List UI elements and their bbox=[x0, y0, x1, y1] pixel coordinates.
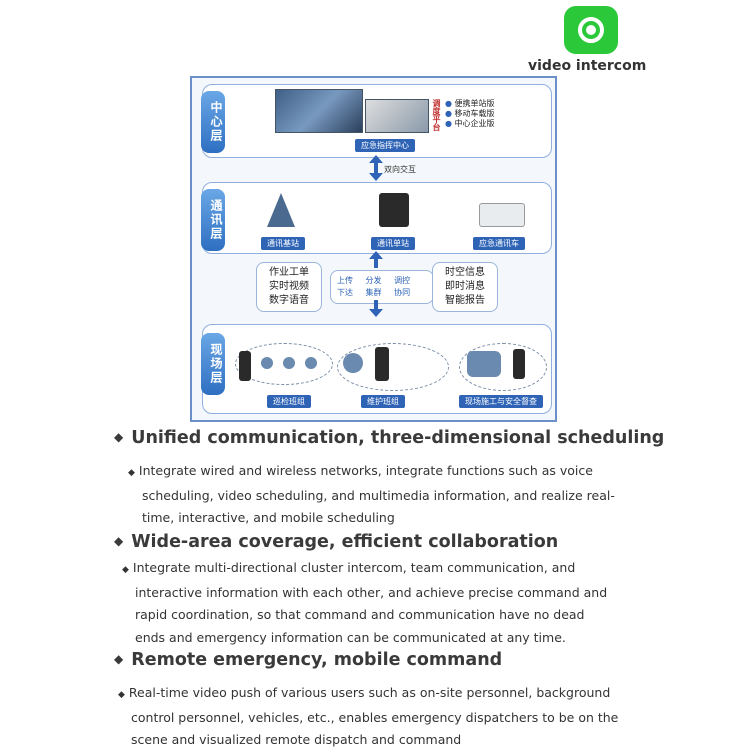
video-intercom-logo-icon bbox=[564, 6, 618, 54]
field-caption: 巡检班组 bbox=[267, 395, 311, 408]
section-heading-text: Wide-area coverage, efficient collaborat… bbox=[131, 532, 559, 552]
worker-avatar bbox=[343, 353, 363, 373]
diamond-bullet-icon: ◆ bbox=[114, 534, 124, 548]
body-line: Real-time video push of various users su… bbox=[128, 685, 611, 700]
logo-label: video intercom bbox=[528, 58, 647, 74]
body-line: time, interactive, and mobile scheduling bbox=[142, 510, 395, 525]
comm-item-caption: 应急通讯车 bbox=[473, 237, 525, 250]
comm-item-caption: 通讯基站 bbox=[261, 237, 305, 250]
action-row: 下达 集群 协同 bbox=[337, 287, 427, 299]
site-workers-photo bbox=[467, 351, 501, 377]
command-center-caption: 应急指挥中心 bbox=[355, 139, 415, 152]
right-info-box: 时空信息 即时消息 智能报告 bbox=[432, 262, 498, 312]
field-layer: 现场层 巡检班组 维护班组 现场施工与安全督查 bbox=[201, 324, 552, 414]
action-item: 协同 bbox=[394, 288, 411, 297]
dispatch-desk-photo bbox=[365, 99, 429, 133]
diamond-bullet-icon: ◆ bbox=[122, 565, 129, 575]
left-info-box: 作业工单 实时视频 数字语音 bbox=[256, 262, 322, 312]
center-action-box: 上传 分发 调控 下达 集群 协同 bbox=[330, 270, 434, 304]
section-heading: ◆ Remote emergency, mobile command bbox=[114, 650, 502, 670]
walkie-talkie-icon bbox=[513, 349, 525, 379]
body-line: control personnel, vehicles, etc., enabl… bbox=[131, 709, 619, 725]
body-line: Integrate wired and wireless networks, i… bbox=[138, 463, 593, 478]
version-item: 中心企业版 bbox=[445, 119, 495, 128]
up-arrow-icon bbox=[369, 251, 383, 268]
site-supervision-ellipse bbox=[459, 343, 547, 391]
diamond-bullet-icon: ◆ bbox=[118, 690, 125, 700]
single-station-icon bbox=[379, 193, 409, 227]
body-line: scheduling, video scheduling, and multim… bbox=[142, 487, 615, 503]
info-item: 时空信息 bbox=[445, 267, 485, 278]
info-item: 作业工单 bbox=[269, 267, 309, 278]
emergency-vehicle-icon bbox=[479, 203, 525, 227]
architecture-diagram: 中心层 调度平台 便携单站版 移动车载版 中心企业版 应急指挥中心 双向交互 通… bbox=[190, 76, 557, 422]
diamond-bullet-icon: ◆ bbox=[114, 430, 124, 444]
action-item: 集群 bbox=[365, 288, 382, 297]
field-layer-tab: 现场层 bbox=[201, 333, 225, 395]
walkie-talkie-icon bbox=[239, 351, 251, 381]
comm-item-caption: 通讯单站 bbox=[371, 237, 415, 250]
body-line: scene and visualized remote dispatch and… bbox=[131, 732, 462, 747]
action-row: 上传 分发 调控 bbox=[337, 275, 427, 287]
body-line: ends and emergency information can be co… bbox=[135, 629, 566, 645]
user-avatar bbox=[283, 357, 295, 369]
center-layer-tab: 中心层 bbox=[201, 91, 225, 153]
command-center-photo bbox=[275, 89, 363, 133]
communication-layer-tab: 通讯层 bbox=[201, 189, 225, 251]
action-item: 分发 bbox=[365, 276, 382, 285]
dispatch-platform-label: 调度平台 bbox=[432, 99, 441, 131]
user-avatar bbox=[305, 357, 317, 369]
version-item: 移动车载版 bbox=[445, 109, 495, 118]
walkie-talkie-icon bbox=[375, 347, 389, 381]
down-arrow-icon bbox=[369, 300, 383, 317]
inspection-group-ellipse bbox=[235, 343, 333, 385]
base-station-icon bbox=[267, 193, 295, 227]
body-line: rapid coordination, so that command and … bbox=[135, 607, 585, 622]
info-item: 智能报告 bbox=[445, 295, 485, 306]
section-heading-text: Remote emergency, mobile command bbox=[131, 650, 503, 670]
version-item: 便携单站版 bbox=[445, 99, 495, 108]
field-caption: 维护班组 bbox=[361, 395, 405, 408]
section-body: ◆Real-time video push of various users s… bbox=[118, 682, 618, 752]
body-line: interactive information with each other,… bbox=[135, 584, 608, 600]
action-item: 下达 bbox=[337, 288, 353, 297]
section-body: ◆Integrate wired and wireless networks, … bbox=[128, 460, 615, 530]
field-caption: 现场施工与安全督查 bbox=[459, 395, 543, 408]
action-item: 上传 bbox=[337, 276, 353, 285]
action-item: 调控 bbox=[394, 276, 411, 285]
version-list: 便携单站版 移动车载版 中心企业版 bbox=[445, 99, 495, 129]
maintenance-group-ellipse bbox=[337, 343, 449, 391]
communication-layer: 通讯层 通讯基站 通讯单站 应急通讯车 bbox=[201, 182, 552, 254]
diamond-bullet-icon: ◆ bbox=[128, 468, 135, 478]
section-heading: ◆ Wide-area coverage, efficient collabora… bbox=[114, 532, 558, 552]
diamond-bullet-icon: ◆ bbox=[114, 652, 124, 666]
section-body: ◆Integrate multi-directional cluster int… bbox=[122, 557, 607, 649]
center-layer: 中心层 调度平台 便携单站版 移动车载版 中心企业版 应急指挥中心 bbox=[201, 84, 552, 158]
section-heading: ◆ Unified communication, three-dimensiona… bbox=[114, 428, 664, 448]
info-item: 实时视频 bbox=[269, 281, 309, 292]
info-item: 即时消息 bbox=[445, 281, 485, 292]
section-heading-text: Unified communication, three-dimensional… bbox=[131, 428, 665, 448]
info-item: 数字语音 bbox=[269, 295, 309, 306]
body-line: Integrate multi-directional cluster inte… bbox=[132, 560, 576, 575]
user-avatar bbox=[261, 357, 273, 369]
bidirectional-label: 双向交互 bbox=[384, 165, 416, 174]
bidirectional-arrow-icon bbox=[369, 155, 383, 181]
